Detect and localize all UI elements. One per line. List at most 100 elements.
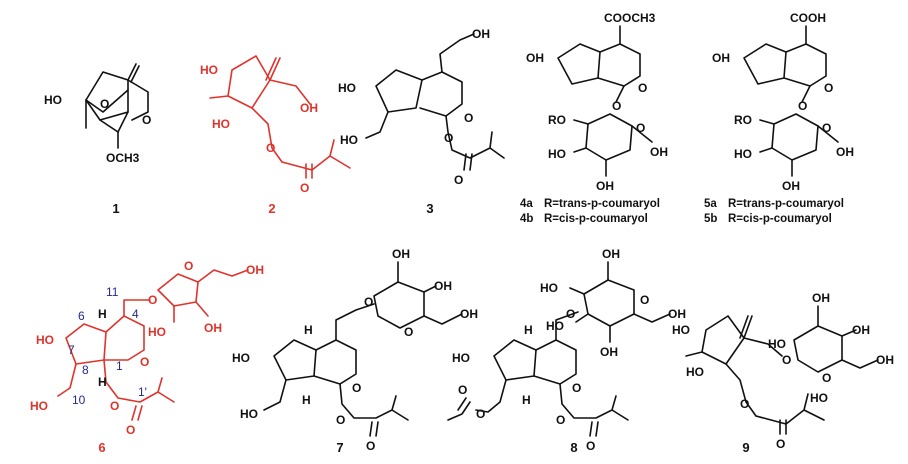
compound-id-3: 3: [426, 201, 433, 216]
methoxy-label: OCH3: [106, 151, 140, 165]
oh-label-9a: OH: [812, 291, 830, 305]
oh-label-4b: OH: [650, 145, 668, 159]
acetyl-oxygen-label-8: O: [458, 383, 467, 397]
r-group-5a: R=trans-p-coumaryol: [728, 198, 844, 210]
ring-oxygen-label-5: O: [824, 81, 833, 95]
bridge-oxygen-label: O: [100, 97, 109, 111]
ho-label-9a: HO: [672, 323, 690, 337]
r-group-4b: R=cis-p-coumaryol: [544, 213, 648, 225]
position-4-label: 4: [132, 307, 139, 321]
oh-label-5c: OH: [782, 179, 800, 193]
ester-oxygen-label-3: O: [444, 131, 453, 145]
carbonyl-oxygen-label-2: O: [300, 181, 309, 195]
oh-label-6a: OH: [246, 263, 264, 277]
ho-label-7a: HO: [232, 351, 250, 365]
compound-id-5b: 5b: [704, 213, 717, 225]
ho-label-9d: HO: [810, 391, 828, 405]
ester-oxygen-label-8: O: [556, 413, 565, 427]
position-10-label: 10: [72, 393, 86, 407]
compound-id-8: 8: [570, 440, 577, 455]
ring-oxygen-label-4: O: [638, 81, 647, 95]
oh-label-5a: OH: [712, 51, 730, 65]
ho-label-2a: HO: [200, 63, 218, 77]
ester-oxygen-label-7: O: [336, 413, 345, 427]
carbonyl-oxygen-label-7: O: [366, 439, 375, 453]
h-label-6a: H: [98, 307, 107, 321]
compound-id-1: 1: [112, 201, 119, 216]
h-label-6b: H: [98, 375, 107, 389]
sugar-oxygen-label-4: O: [636, 121, 645, 135]
compound-5-structure: COOH OH O O RO O OH HO OH 5a R=trans-p-c…: [704, 11, 854, 225]
ester-oxygen-label-6: O: [110, 399, 119, 413]
position-7-label: 7: [68, 343, 75, 357]
ho-label: HO: [44, 93, 62, 107]
oh-label-4c: OH: [596, 179, 614, 193]
compound-id-5a: 5a: [704, 198, 717, 210]
position-1-prime-label: 1': [138, 385, 147, 399]
ho-label-9b: HO: [768, 337, 786, 351]
compound-1-structure: HO O O OCH3 1: [44, 63, 151, 216]
compound-8-structure: OH HO O O OH HO OH HO O O O O O H H 8: [447, 247, 686, 455]
acetate-oxygen-label-8: O: [476, 407, 485, 421]
ho-label-8a: HO: [540, 281, 558, 295]
r-group-4a: R=trans-p-coumaryol: [544, 198, 660, 210]
h-label-7b: H: [302, 393, 311, 407]
compound-id-9: 9: [742, 440, 749, 455]
ether-oxygen-label-8: O: [566, 307, 575, 321]
glycoside-oxygen-label-5: O: [798, 99, 807, 113]
ho-label-8b: HO: [546, 319, 564, 333]
ring-oxygen-label: O: [142, 113, 151, 127]
sugar-oxygen-label-9: O: [822, 371, 831, 385]
ring-oxygen-label-3: O: [464, 111, 473, 125]
oh-label-7b: OH: [434, 279, 452, 293]
position-11-label: 11: [106, 285, 119, 299]
ho-label-3a: HO: [338, 81, 356, 95]
compound-id-4b: 4b: [520, 213, 533, 225]
oh-label-8c: OH: [600, 345, 618, 359]
ether-oxygen-label-9: O: [782, 353, 791, 367]
ho-label-6c: HO: [30, 399, 48, 413]
h-label-7a: H: [304, 323, 313, 337]
ring-oxygen-label-8: O: [572, 381, 581, 395]
compound-2-structure: HO OH HO O O 2: [200, 55, 351, 216]
furanose-oxygen-label-6: O: [184, 259, 193, 273]
oh-label-8a: OH: [602, 247, 620, 261]
compound-id-7: 7: [336, 440, 343, 455]
carbonyl-oxygen-label-3: O: [454, 173, 463, 187]
sugar-oxygen-label-7: O: [404, 325, 413, 339]
compound-4-structure: COOCH3 OH O O RO O OH HO OH 4a R=trans-p…: [520, 11, 668, 225]
ro-label-4: RO: [548, 113, 566, 127]
ho-label-3b: HO: [340, 133, 358, 147]
oh-label-7c: OH: [460, 307, 478, 321]
compound-7-structure: OH OH O OH O HO O HO O O H H 7: [232, 247, 478, 455]
sugar-oxygen-label-8: O: [640, 293, 649, 307]
ring-oxygen-label-6: O: [140, 355, 149, 369]
carbonyl-oxygen-label-6: O: [126, 423, 135, 437]
oh-label-2: OH: [300, 101, 318, 115]
compound-id-6: 6: [98, 440, 105, 455]
ether-oxygen-label-6: O: [148, 293, 157, 307]
ether-oxygen-label-7: O: [364, 295, 373, 309]
compound-id-2: 2: [268, 201, 275, 216]
ho-label-2b: HO: [212, 117, 230, 131]
glycoside-oxygen-label-4: O: [612, 99, 621, 113]
compound-3-structure: HO OH HO O O O 3: [338, 27, 505, 216]
oh-label-7a: OH: [392, 247, 410, 261]
oh-label-8b: OH: [668, 307, 686, 321]
carbonyl-oxygen-label-9: O: [776, 437, 785, 451]
ring-oxygen-label-7: O: [352, 381, 361, 395]
ho-label-7b: HO: [240, 407, 258, 421]
cooh-label: COOH: [790, 11, 826, 25]
oh-label-3: OH: [472, 27, 490, 41]
position-6-label: 6: [78, 309, 85, 323]
compound-id-4a: 4a: [520, 198, 533, 210]
oh-label-4a: OH: [526, 51, 544, 65]
position-8-label: 8: [82, 363, 89, 377]
oh-label-9c: OH: [876, 353, 894, 367]
ester-oxygen-label-9: O: [740, 397, 749, 411]
oh-label-5b: OH: [836, 145, 854, 159]
ho-label-8c: HO: [452, 351, 470, 365]
oh-label-9b: OH: [852, 323, 870, 337]
ho-label-6a: HO: [148, 325, 166, 339]
